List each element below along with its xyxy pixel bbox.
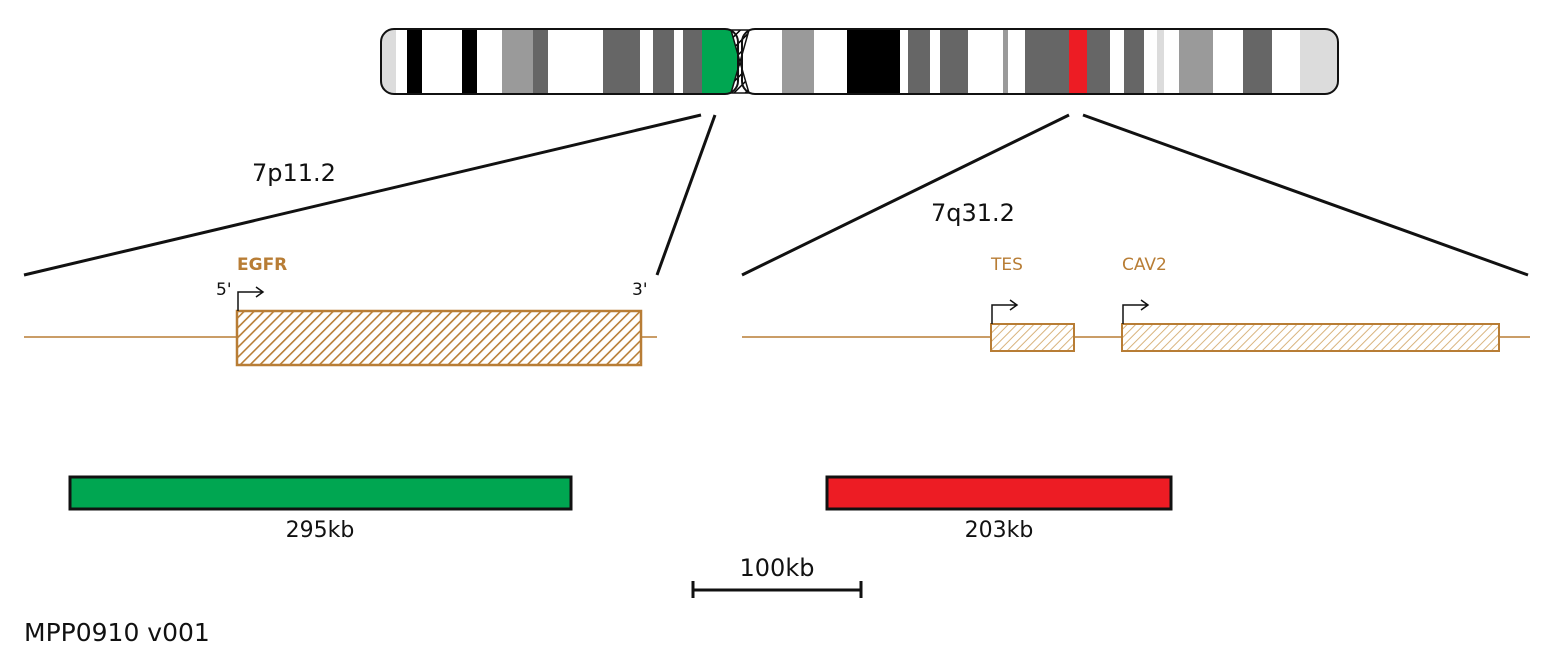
probe-size-red: 203kb <box>965 518 1034 543</box>
p-arm-band-11 <box>640 29 653 94</box>
p-arm-band-5 <box>462 29 477 94</box>
probe-bar-red <box>825 475 1173 511</box>
gene-tes <box>990 323 1075 352</box>
chromosome-ideogram <box>380 28 1339 95</box>
q-arm-band-8 <box>940 29 968 94</box>
q-arm-band-5 <box>900 29 908 94</box>
q-arm-band-9 <box>968 29 1003 94</box>
chromosome-p-arm <box>381 29 738 94</box>
gene-egfr <box>235 309 643 367</box>
q-arm-band-7 <box>930 29 940 94</box>
q-arm-band-3 <box>814 29 847 94</box>
gene-label-tes: TES <box>990 255 1023 275</box>
q-arm-outline <box>741 28 1339 95</box>
q-arm-band-13 <box>1069 29 1087 94</box>
q-arm-band-12 <box>1025 29 1069 94</box>
band-label-right: 7q31.2 <box>931 199 1015 227</box>
probe-bar-green <box>68 475 573 511</box>
p-arm-band-4 <box>422 29 462 94</box>
zoom-line-left-inner <box>655 114 717 276</box>
chromosome-q-arm <box>742 29 1338 94</box>
tss-arrow-icon <box>991 299 1019 324</box>
scale-bar: 100kb <box>691 554 863 598</box>
p-arm-band-13 <box>674 29 683 94</box>
q-arm-band-6 <box>908 29 930 94</box>
product-id: MPP0910 v001 <box>24 618 210 647</box>
right-gene-track: TES CAV2 <box>742 255 1530 352</box>
q-arm-band-16 <box>1124 29 1144 94</box>
p-arm-band-14 <box>683 29 702 94</box>
zoom-line-right-outer-right <box>1082 113 1529 277</box>
q-arm-band-14 <box>1087 29 1110 94</box>
band-label-left: 7p11.2 <box>252 159 336 187</box>
gene-label-cav2: CAV2 <box>1122 255 1167 275</box>
p-arm-band-8 <box>533 29 548 94</box>
q-arm-band-1 <box>742 29 782 94</box>
q-arm-band-17 <box>1144 29 1157 94</box>
scale-bar-label: 100kb <box>740 554 815 582</box>
zoom-line-left-outer <box>23 113 702 277</box>
tss-arrow-icon <box>1122 299 1150 324</box>
five-prime-label: 5' <box>216 280 232 300</box>
q-arm-band-11 <box>1008 29 1025 94</box>
p-arm-band-7 <box>502 29 533 94</box>
gene-cav2 <box>1121 323 1500 352</box>
zoom-line-right-outer-left <box>741 113 1070 277</box>
left-gene-track: EGFR 5' 3' <box>24 255 657 367</box>
three-prime-label: 3' <box>632 280 648 300</box>
q-arm-band-21 <box>1213 29 1243 94</box>
p-arm-band-10 <box>603 29 640 94</box>
p-arm-outline <box>380 28 739 95</box>
q-arm-band-15 <box>1110 29 1124 94</box>
q-arm-band-23 <box>1272 29 1300 94</box>
q-arm-band-18 <box>1157 29 1164 94</box>
p-arm-band-2 <box>396 29 407 94</box>
p-arm-band-1 <box>381 29 396 94</box>
gene-label-egfr: EGFR <box>237 255 287 275</box>
q-arm-band-10 <box>1003 29 1008 94</box>
q-arm-band-19 <box>1164 29 1179 94</box>
p-arm-band-15 <box>702 29 738 94</box>
q-arm-band-2 <box>782 29 814 94</box>
p-arm-band-3 <box>407 29 422 94</box>
p-arm-band-12 <box>653 29 674 94</box>
p-arm-band-9 <box>548 29 603 94</box>
q-arm-band-20 <box>1179 29 1213 94</box>
q-arm-band-24 <box>1300 29 1338 94</box>
p-arm-band-6 <box>477 29 502 94</box>
q-arm-band-22 <box>1243 29 1272 94</box>
tss-arrow-icon <box>237 286 265 311</box>
probe-size-green: 295kb <box>286 518 355 543</box>
q-arm-band-4 <box>847 29 900 94</box>
